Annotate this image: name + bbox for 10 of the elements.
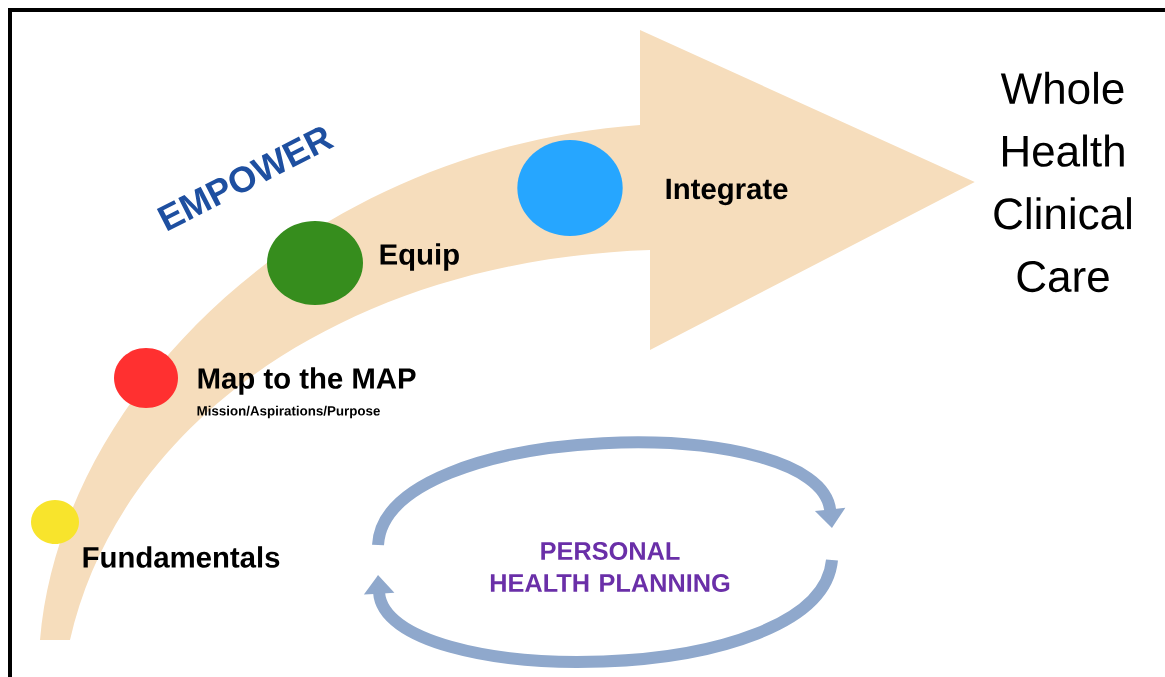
step-label: Fundamentals [83,546,280,568]
step-label: Integrate [666,178,788,206]
step-subtitle: Mission/Aspirations/Purpose [197,405,380,419]
circle-marker [517,140,623,236]
circle-marker [114,348,178,408]
planning-label: PERSONAL HEALTH PLANNING [490,542,730,592]
whole-health-label: Whole Health Clinical Care [994,71,1131,293]
step-label: Equip [380,243,459,271]
circle-marker [31,500,79,544]
step-label: Map to the MAP [198,367,416,395]
